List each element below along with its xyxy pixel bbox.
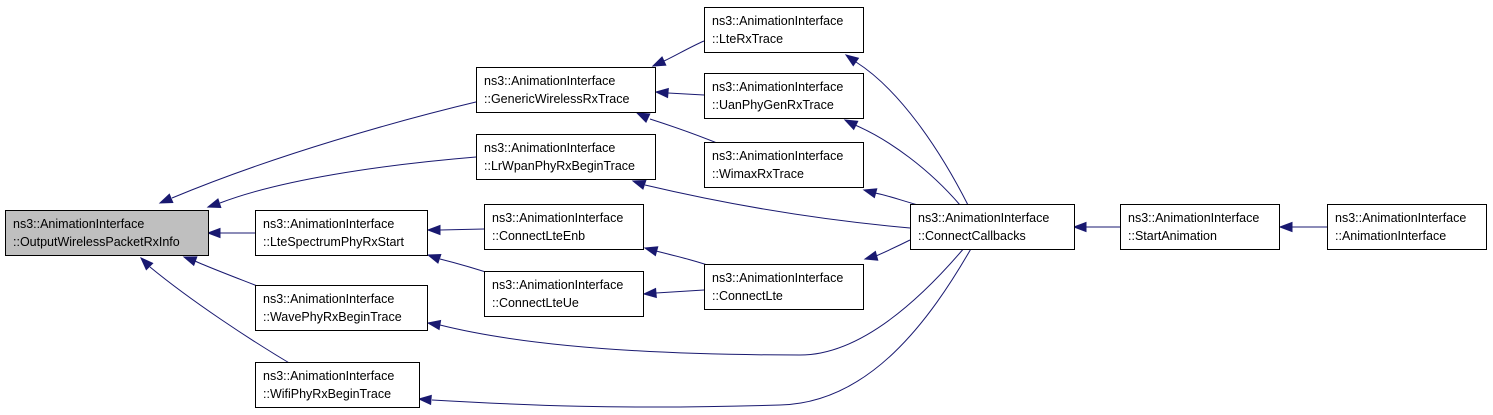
- node-box[interactable]: [1120, 204, 1280, 250]
- node-animationinterface[interactable]: ns3::AnimationInterface::AnimationInterf…: [1327, 204, 1487, 250]
- node-wavephyrxbegintrace[interactable]: ns3::AnimationInterface::WavePhyRxBeginT…: [255, 285, 428, 331]
- node-method-label: ::WimaxRxTrace: [712, 167, 804, 181]
- node-namespace-label: ns3::AnimationInterface: [712, 14, 843, 28]
- node-box[interactable]: [484, 204, 644, 250]
- edge-n1-n0: [171, 100, 481, 199]
- node-box[interactable]: [255, 285, 428, 331]
- arrowhead-n5-n0: [139, 256, 154, 271]
- node-method-label: ::StartAnimation: [1128, 229, 1217, 243]
- edge-n2-n0: [219, 156, 477, 204]
- arrowhead-n12-n5: [417, 394, 432, 406]
- edge-n12-n7: [854, 124, 961, 206]
- edge-n12-n11: [875, 239, 911, 257]
- arrowhead-n9-n3: [426, 224, 441, 236]
- node-connectcallbacks[interactable]: ns3::AnimationInterface::ConnectCallback…: [910, 204, 1075, 250]
- node-namespace-label: ns3::AnimationInterface: [918, 211, 1049, 225]
- node-box[interactable]: [910, 204, 1075, 250]
- edge-n12-n6: [855, 61, 969, 206]
- node-namespace-label: ns3::AnimationInterface: [13, 217, 144, 231]
- arrowhead-n4-n0: [182, 256, 198, 267]
- node-box[interactable]: [5, 210, 209, 256]
- edge-n11-n10: [655, 289, 705, 294]
- node-box[interactable]: [704, 7, 864, 53]
- node-method-label: ::ConnectLteEnb: [492, 229, 585, 243]
- edge-n12-n4: [439, 246, 966, 356]
- node-box[interactable]: [255, 210, 428, 256]
- arrowhead-n7-n1: [654, 87, 669, 99]
- node-uanphygenrxtrace[interactable]: ns3::AnimationInterface::UanPhyGenRxTrac…: [704, 73, 864, 119]
- node-ltespectrumphyrxstart[interactable]: ns3::AnimationInterface::LteSpectrumPhyR…: [255, 210, 428, 256]
- arrowhead-n10-n3: [426, 253, 442, 264]
- arrowhead-n12-n8: [862, 188, 878, 199]
- edge-n9-n3: [439, 228, 485, 231]
- node-namespace-label: ns3::AnimationInterface: [263, 292, 394, 306]
- arrowhead-n13-n12: [1072, 221, 1087, 233]
- edge-n5-n0: [149, 266, 297, 368]
- arrowhead-n8-n1: [635, 112, 651, 123]
- node-box[interactable]: [704, 264, 864, 310]
- edge-n7-n1: [667, 92, 705, 96]
- node-namespace-label: ns3::AnimationInterface: [263, 217, 394, 231]
- node-namespace-label: ns3::AnimationInterface: [1128, 211, 1259, 225]
- edge-n12-n8: [874, 192, 919, 206]
- node-box[interactable]: [704, 73, 864, 119]
- node-lrwpanphyrxbegintrace[interactable]: ns3::AnimationInterface::LrWpanPhyRxBegi…: [476, 134, 656, 180]
- arrowhead-n12-n2: [631, 179, 647, 190]
- arrowhead-n1-n0: [158, 193, 174, 204]
- arrowhead-n6-n1: [651, 56, 667, 67]
- nodes-layer: ns3::AnimationInterface::OutputWirelessP…: [5, 7, 1487, 408]
- node-namespace-label: ns3::AnimationInterface: [484, 141, 615, 155]
- arrowhead-n12-n7: [843, 119, 859, 131]
- arrowhead-n3-n0: [206, 227, 221, 239]
- node-method-label: ::ConnectLte: [712, 289, 783, 303]
- node-method-label: ::OutputWirelessPacketRxInfo: [13, 235, 180, 249]
- arrowhead-n11-n10: [642, 287, 657, 299]
- node-genericwirelessrxtrace[interactable]: ns3::AnimationInterface::GenericWireless…: [476, 67, 656, 113]
- node-namespace-label: ns3::AnimationInterface: [712, 271, 843, 285]
- edge-n6-n1: [663, 40, 705, 62]
- node-wifiphyrxbegintrace[interactable]: ns3::AnimationInterface::WifiPhyRxBeginT…: [255, 362, 420, 408]
- node-method-label: ::WifiPhyRxBeginTrace: [263, 387, 391, 401]
- node-connectlteenb[interactable]: ns3::AnimationInterface::ConnectLteEnb: [484, 204, 644, 250]
- arrowhead-n12-n6: [844, 54, 860, 67]
- arrowhead-n11-n9: [643, 246, 659, 257]
- node-connectlte[interactable]: ns3::AnimationInterface::ConnectLte: [704, 264, 864, 310]
- node-outputwirelesspacketrxinfo[interactable]: ns3::AnimationInterface::OutputWirelessP…: [5, 210, 209, 256]
- node-method-label: ::LteSpectrumPhyRxStart: [263, 235, 405, 249]
- node-box[interactable]: [476, 67, 656, 113]
- node-method-label: ::LrWpanPhyRxBeginTrace: [484, 159, 635, 173]
- node-method-label: ::GenericWirelessRxTrace: [484, 92, 629, 106]
- node-method-label: ::WavePhyRxBeginTrace: [263, 310, 402, 324]
- node-namespace-label: ns3::AnimationInterface: [484, 74, 615, 88]
- node-namespace-label: ns3::AnimationInterface: [712, 80, 843, 94]
- edge-n8-n1: [649, 118, 723, 146]
- node-namespace-label: ns3::AnimationInterface: [263, 369, 394, 383]
- node-method-label: ::UanPhyGenRxTrace: [712, 98, 834, 112]
- node-wimaxrxtrace[interactable]: ns3::AnimationInterface::WimaxRxTrace: [704, 142, 864, 188]
- node-method-label: ::ConnectLteUe: [492, 296, 579, 310]
- node-namespace-label: ns3::AnimationInterface: [712, 149, 843, 163]
- node-connectlteue[interactable]: ns3::AnimationInterface::ConnectLteUe: [484, 271, 644, 317]
- node-startanimation[interactable]: ns3::AnimationInterface::StartAnimation: [1120, 204, 1280, 250]
- node-lterxtrace[interactable]: ns3::AnimationInterface::LteRxTrace: [704, 7, 864, 53]
- edge-n12-n2: [644, 184, 911, 229]
- node-method-label: ::ConnectCallbacks: [918, 229, 1026, 243]
- node-box[interactable]: [1327, 204, 1487, 250]
- node-box[interactable]: [476, 134, 656, 180]
- node-box[interactable]: [484, 271, 644, 317]
- node-box[interactable]: [704, 142, 864, 188]
- node-namespace-label: ns3::AnimationInterface: [492, 278, 623, 292]
- node-method-label: ::LteRxTrace: [712, 32, 783, 46]
- arrowhead-n2-n0: [206, 198, 222, 209]
- node-namespace-label: ns3::AnimationInterface: [1335, 211, 1466, 225]
- arrowhead-n12-n4: [426, 319, 442, 331]
- node-box[interactable]: [255, 362, 420, 408]
- arrowhead-n12-n11: [863, 250, 879, 261]
- arrowhead-n14-n13: [1278, 221, 1293, 233]
- node-method-label: ::AnimationInterface: [1335, 229, 1446, 243]
- node-namespace-label: ns3::AnimationInterface: [492, 211, 623, 225]
- edges-layer: [139, 40, 1327, 408]
- edge-n12-n5: [431, 246, 973, 408]
